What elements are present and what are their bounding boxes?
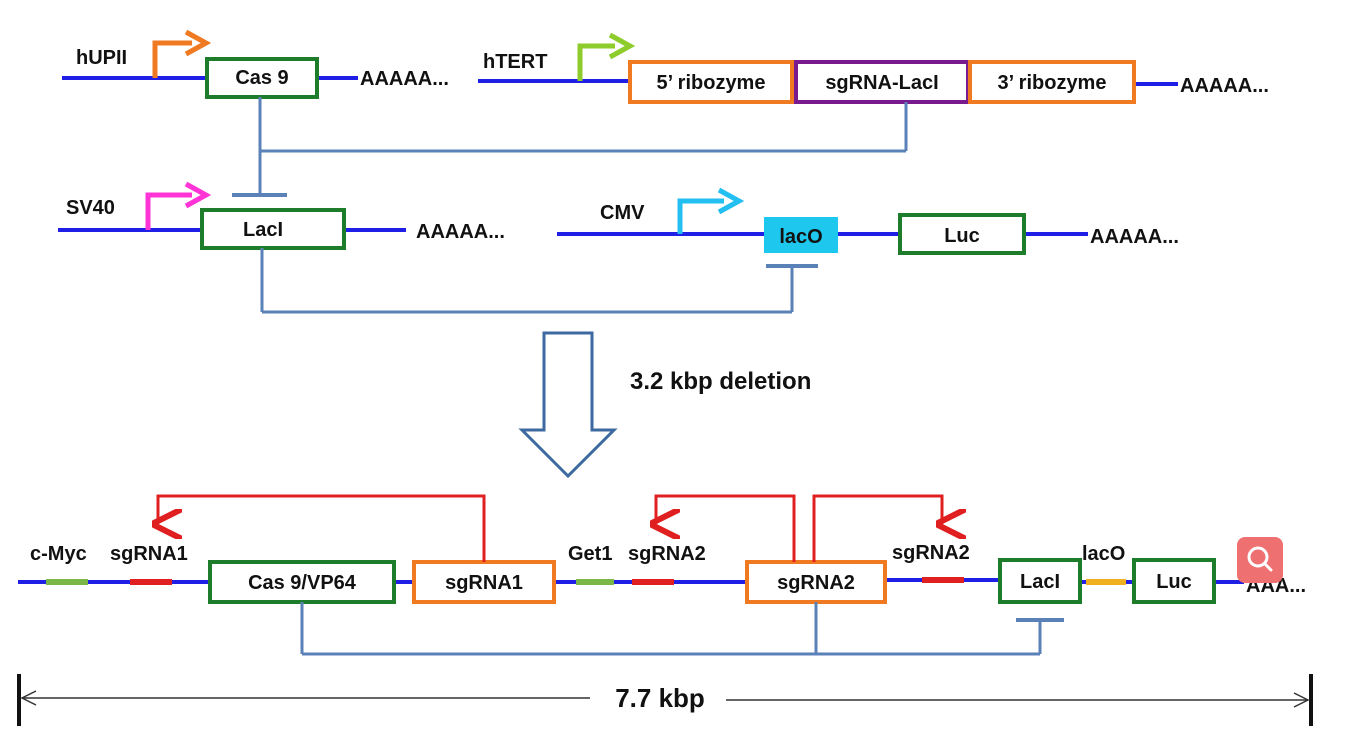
promoter-label: CMV: [600, 202, 645, 224]
Get1-segment: [576, 579, 614, 585]
sgRNA2-target-segment: [922, 577, 964, 583]
box-label: Luc: [1156, 571, 1192, 593]
element-label: sgRNA1: [110, 543, 188, 565]
promoter-arrowhead-icon: [184, 181, 212, 209]
element-label: c-Myc: [30, 543, 87, 565]
polyA-label: AAAAA...: [1090, 226, 1179, 248]
element-label: sgRNA2: [628, 543, 706, 565]
repression-cas9-to-lacI: [232, 97, 908, 197]
cas9-gene-box: [205, 57, 319, 99]
gene-label: LacI: [243, 219, 283, 241]
length-scale: 7.7 kbp: [17, 674, 1313, 726]
element-label: Get1: [568, 543, 612, 565]
repression-lacI-to-lacO: [260, 248, 818, 314]
length-label: 7.7 kbp: [615, 683, 705, 713]
part-label: 5’ ribozyme: [657, 72, 766, 94]
luc-gene-box: [898, 213, 1026, 255]
operator-label: lacO: [779, 226, 822, 248]
scale-arrow-right-icon: [1293, 692, 1310, 708]
box-label: LacI: [1020, 571, 1060, 593]
promoter-arrowhead-icon: [184, 29, 212, 57]
sgRNA2-targeting-arrow-right-icon: [812, 494, 942, 562]
lacO-operator-box: [764, 217, 838, 253]
box-label: sgRNA1: [445, 572, 523, 594]
sgRNA2-box: [745, 560, 887, 604]
bottom-construct: c-Myc sgRNA1 Get1 sgRNA2 sgRNA2 lacO Cas…: [18, 494, 1306, 656]
promoter-label: hUPII: [76, 47, 127, 69]
sgRNA1-targeting-arrow-icon: [158, 494, 486, 562]
promoter-arrow-icon: [145, 192, 192, 230]
hUPII-cassette: hUPII Cas 9 AAAAA...: [62, 29, 449, 99]
ribozyme-3-box: [968, 60, 1136, 104]
lacI-box: [998, 558, 1082, 604]
promoter-arrow-icon: [577, 43, 615, 81]
promoter-arrowhead-icon: [608, 32, 636, 60]
polyA-label: AAAAA...: [1180, 75, 1269, 97]
lacI-gene-box: [200, 208, 346, 250]
gene-label: Cas 9: [235, 67, 288, 89]
polyA-label: AAAAA...: [416, 221, 505, 243]
sgRNA2-target-segment: [632, 579, 674, 585]
lacO-segment: [1086, 579, 1126, 585]
promoter-arrowhead-icon: [717, 187, 745, 215]
sgRNA2-targeting-arrow-left-icon: [656, 494, 796, 562]
sgRNA1-target-segment: [130, 579, 172, 585]
magnifier-icon: [1247, 546, 1273, 572]
hTERT-cassette: hTERT 5’ ribozyme sgRNA-LacI 3’ ribozyme…: [478, 32, 1269, 104]
promoter-label: SV40: [66, 197, 115, 219]
promoter-label: hTERT: [483, 51, 547, 73]
scale-arrow-left-icon: [20, 690, 37, 706]
polyA-label: AAAAA...: [360, 68, 449, 90]
element-label: sgRNA2: [892, 542, 970, 564]
CMV-cassette: CMV lacO Luc AAAAA...: [557, 187, 1179, 255]
gene-label: Luc: [944, 225, 980, 247]
element-label: lacO: [1082, 543, 1125, 565]
part-label: sgRNA-LacI: [825, 72, 938, 94]
deletion-label: 3.2 kbp deletion: [630, 368, 811, 395]
box-label: Cas 9/VP64: [248, 572, 357, 594]
promoter-arrow-icon: [677, 198, 724, 234]
transition-down-arrow-icon: [518, 331, 618, 479]
promoter-arrow-icon: [152, 40, 192, 78]
luc-box: [1132, 558, 1216, 604]
part-label: 3’ ribozyme: [998, 72, 1107, 94]
ribozyme-5-box: [628, 60, 794, 104]
search-button[interactable]: [1237, 537, 1283, 583]
c-Myc-segment: [46, 579, 88, 585]
box-label: sgRNA2: [777, 572, 855, 594]
SV40-cassette: SV40 LacI AAAAA...: [58, 181, 505, 250]
